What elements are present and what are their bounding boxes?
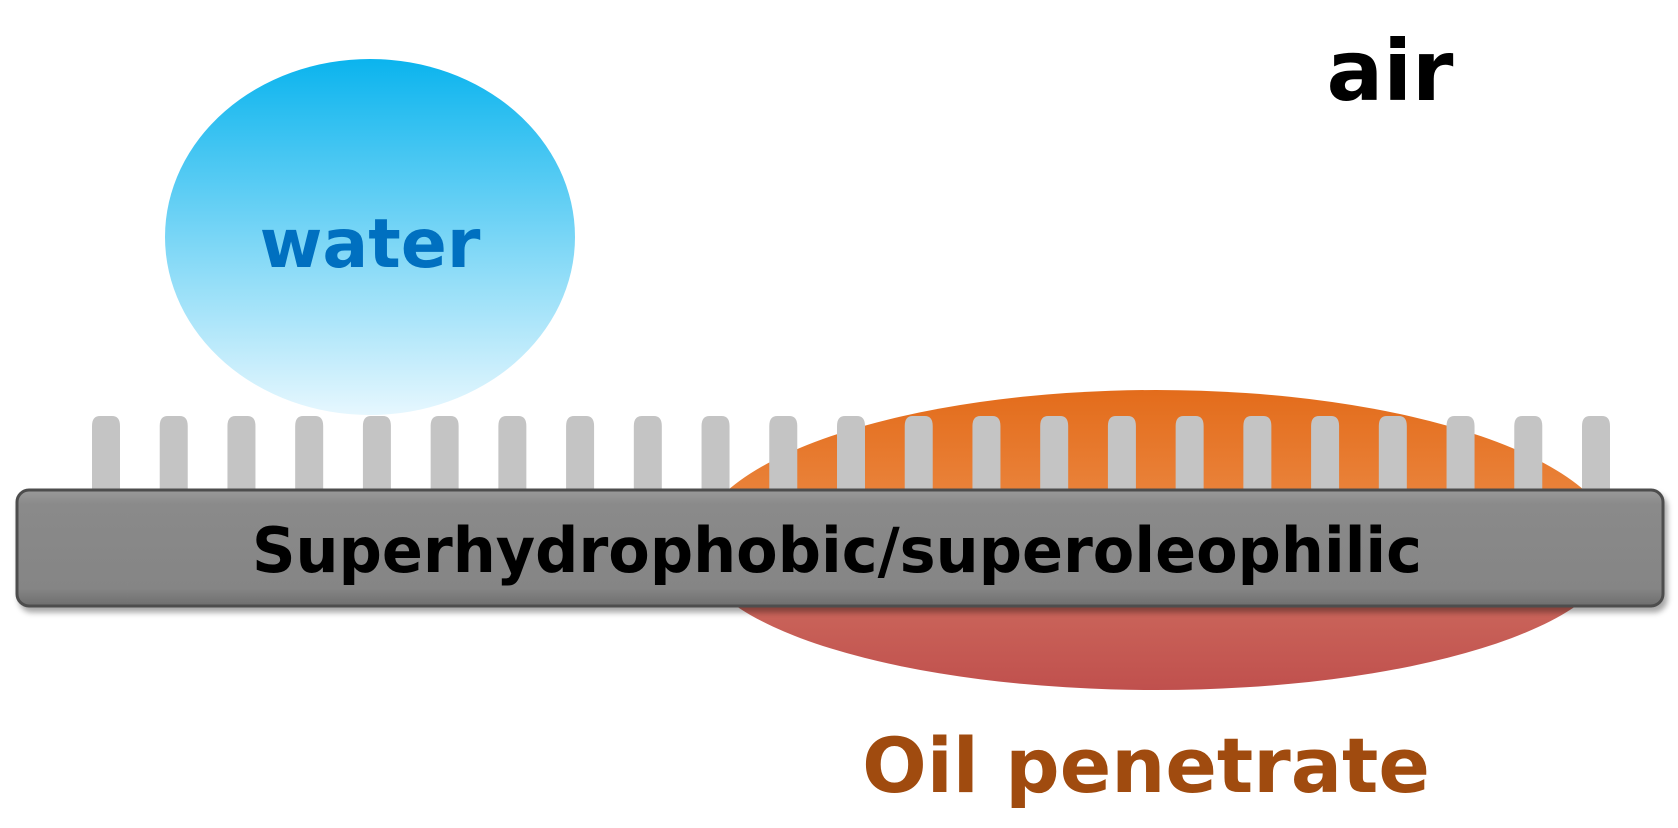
pillar — [1040, 416, 1069, 492]
membrane-bar — [15, 488, 1665, 608]
pillar — [295, 416, 324, 492]
membrane-label: Superhydrophobic/superoleophilic — [252, 514, 1422, 587]
pillar — [430, 416, 459, 492]
pillar — [1514, 416, 1543, 492]
pillar — [227, 416, 256, 492]
pillar — [972, 416, 1001, 492]
pillar — [92, 416, 120, 492]
pillar — [362, 416, 391, 492]
oil-blob — [722, 390, 1590, 690]
water-droplet — [165, 59, 575, 415]
pillar — [701, 416, 730, 492]
pillar — [159, 416, 188, 492]
pillar — [904, 416, 933, 492]
pillar — [633, 416, 662, 492]
pillar — [566, 416, 595, 492]
air-label: air — [1327, 22, 1454, 120]
pillar — [1107, 416, 1136, 492]
pillar — [1243, 416, 1272, 492]
surface-pillars — [92, 416, 1610, 492]
pillar — [498, 416, 527, 492]
pillar — [769, 416, 798, 492]
pillar — [1311, 416, 1340, 492]
pillar — [1175, 416, 1204, 492]
pillar — [1582, 416, 1610, 492]
pillar — [1378, 416, 1407, 492]
oil-above-membrane — [722, 390, 1590, 495]
water-label: water — [260, 205, 481, 284]
pillar — [837, 416, 865, 492]
oil-below-membrane — [728, 600, 1584, 690]
pillar — [1446, 416, 1475, 492]
oil-penetrate-label: Oil penetrate — [862, 721, 1430, 810]
